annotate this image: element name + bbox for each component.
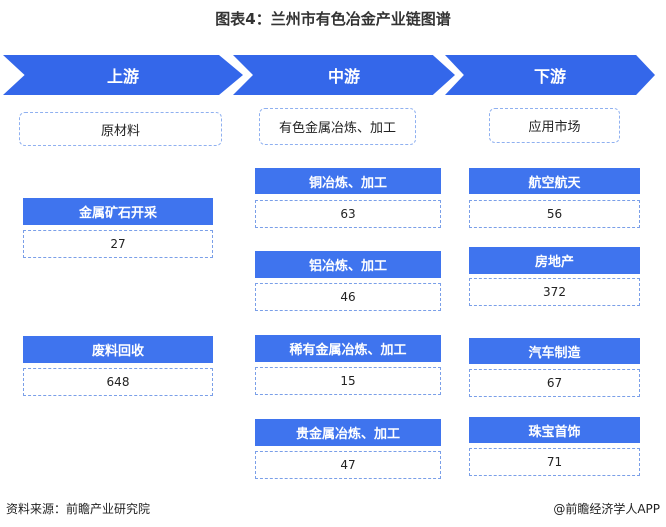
downstream-item: 珠宝首饰 bbox=[469, 417, 640, 443]
downstream-item: 房地产 bbox=[469, 247, 640, 274]
category-smelting: 有色金属冶炼、加工 bbox=[259, 108, 416, 145]
midstream-value: 63 bbox=[255, 200, 441, 228]
upstream-value: 27 bbox=[23, 230, 213, 258]
upstream-value: 648 bbox=[23, 368, 213, 396]
upstream-item: 废料回收 bbox=[23, 336, 213, 363]
stage-downstream: 下游 bbox=[445, 55, 655, 95]
downstream-value: 71 bbox=[469, 448, 640, 476]
stage-upstream: 上游 bbox=[3, 55, 243, 95]
midstream-value: 47 bbox=[255, 451, 441, 479]
downstream-item: 航空航天 bbox=[469, 168, 640, 194]
downstream-item: 汽车制造 bbox=[469, 338, 640, 364]
midstream-item: 稀有金属冶炼、加工 bbox=[255, 335, 441, 362]
midstream-item: 铝冶炼、加工 bbox=[255, 251, 441, 278]
source-note: 资料来源：前瞻产业研究院 bbox=[6, 502, 151, 516]
stage-midstream: 中游 bbox=[233, 55, 455, 95]
midstream-value: 15 bbox=[255, 367, 441, 395]
midstream-item: 贵金属冶炼、加工 bbox=[255, 419, 441, 446]
upstream-item: 金属矿石开采 bbox=[23, 198, 213, 225]
credit-note: @前瞻经济学人APP bbox=[553, 502, 660, 516]
midstream-item: 铜冶炼、加工 bbox=[255, 168, 441, 194]
category-applications: 应用市场 bbox=[489, 108, 620, 143]
category-raw-materials: 原材料 bbox=[19, 112, 222, 146]
page-title: 图表4：兰州市有色冶金产业链图谱 bbox=[215, 10, 451, 28]
downstream-value: 67 bbox=[469, 369, 640, 397]
downstream-value: 372 bbox=[469, 278, 640, 306]
midstream-value: 46 bbox=[255, 283, 441, 311]
downstream-value: 56 bbox=[469, 200, 640, 228]
